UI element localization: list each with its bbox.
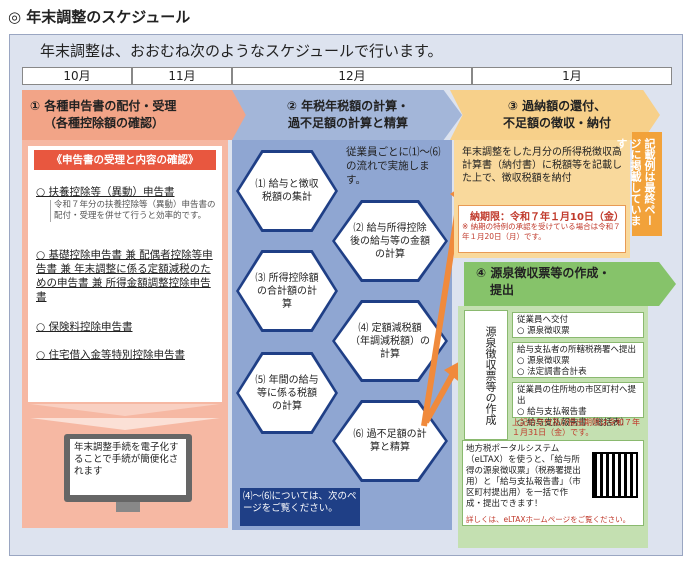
step4-title: ④ 源泉徴収票等の作成・ 提出 <box>476 266 611 297</box>
hex-step-2: ⑵ 給与所得控除後の給与等の金額の計算 <box>335 203 445 279</box>
step1-content <box>28 146 222 402</box>
eltax-text: 地方税ポータルシステム（eLTAX）を使うと、「給与所得の源泉徴収票」（税務署提… <box>466 444 581 509</box>
step4-box-municipality: 従業員の住所地の市区町村へ提出 ○ 給与支払報告書 ○ 給与支払報告書（総括表） <box>512 382 644 428</box>
qr-code-icon[interactable] <box>592 452 638 498</box>
hex-step-1: ⑴ 給与と徴収税額の集計 <box>239 153 335 229</box>
step3-title: ③ 過納額の還付、 不足額の徴収・納付 <box>502 99 611 130</box>
monitor-stand <box>116 502 140 512</box>
page-title: ◎ 年末調整のスケジュール <box>8 8 191 26</box>
step2-desc: 従業員ごとに⑴〜⑹の流れで実施します。 <box>346 146 441 186</box>
step3-arrow <box>450 90 660 140</box>
step2-arrow <box>232 90 462 140</box>
monitor-text: 年末調整手続を電子化することで手続が簡便化されます <box>70 439 186 495</box>
step4-deadline: 上記の交付及び提出期限は令和７年１月31日（金）です。 <box>512 418 640 437</box>
step2-title: ② 年税年税額の計算・ 過不足額の計算と精算 <box>286 99 410 130</box>
step2-note: ⑷〜⑹については、次のページをご覧ください。 <box>240 488 360 526</box>
item-kiso-kojo: ○ 基礎控除申告書 兼 配偶者控除等申告書 兼 年末調整に係る定額減税のための申… <box>36 249 213 303</box>
hex-step-6: ⑹ 過不足額の計算と精算 <box>335 403 445 479</box>
intro-text: 年末調整は、おおむね次のようなスケジュールで行います。 <box>40 42 443 60</box>
month-oct: 10月 <box>22 67 132 85</box>
item-jutaku-kojo: ○ 住宅借入金等特別控除申告書 <box>36 349 185 361</box>
step1-title: ① 各種申告書の配付・受理 （各種控除額の確認） <box>30 99 177 130</box>
month-nov: 11月 <box>132 67 232 85</box>
step3-deadline: 納期限：令和７年１月10日（金） <box>470 212 624 223</box>
step3-deadline-note: ※ 納期の特例の承認を受けている場合は令和７年１月20日（月）です。 <box>462 222 621 241</box>
hex-step-4: ⑷ 定額減税額（年調減税額）の計算 <box>335 303 445 379</box>
month-dec: 12月 <box>232 67 472 85</box>
step1-header: 《申告書の受理と内容の確認》 <box>34 150 216 170</box>
step4-arrow <box>464 262 676 306</box>
item-fuyo-kojo: ○ 扶養控除等（異動）申告書 <box>36 186 175 198</box>
step3-deadline-box <box>458 205 626 253</box>
item-hokenryo-kojo: ○ 保険料控除申告書 <box>36 321 133 333</box>
step1-arrow <box>22 90 252 140</box>
eltax-link[interactable]: 詳しくは、eLTAXホームページをご覧ください。 <box>466 515 631 524</box>
step3-desc: 年末調整をした月分の所得税徴収高計算書（納付書）に税額等を記載した上で、徴収税額… <box>462 147 622 184</box>
item-note: 令和７年分の扶養控除等（異動）申告書の配付・受理を併せて行うと効率的です。 <box>50 200 218 222</box>
step4-box-employee: 従業員へ交付 ○ 源泉徴収票 <box>512 312 644 338</box>
example-note-tag: 記載例は最終ページに掲載しています <box>615 132 662 236</box>
step4-vertical-label: 源泉徴収票等の作成 <box>464 310 508 440</box>
step4-box-taxoffice: 給与支払者の所轄税務署へ提出 ○ 源泉徴収票 ○ 法定調書合計表 <box>512 342 644 378</box>
month-jan: 1月 <box>472 67 672 85</box>
